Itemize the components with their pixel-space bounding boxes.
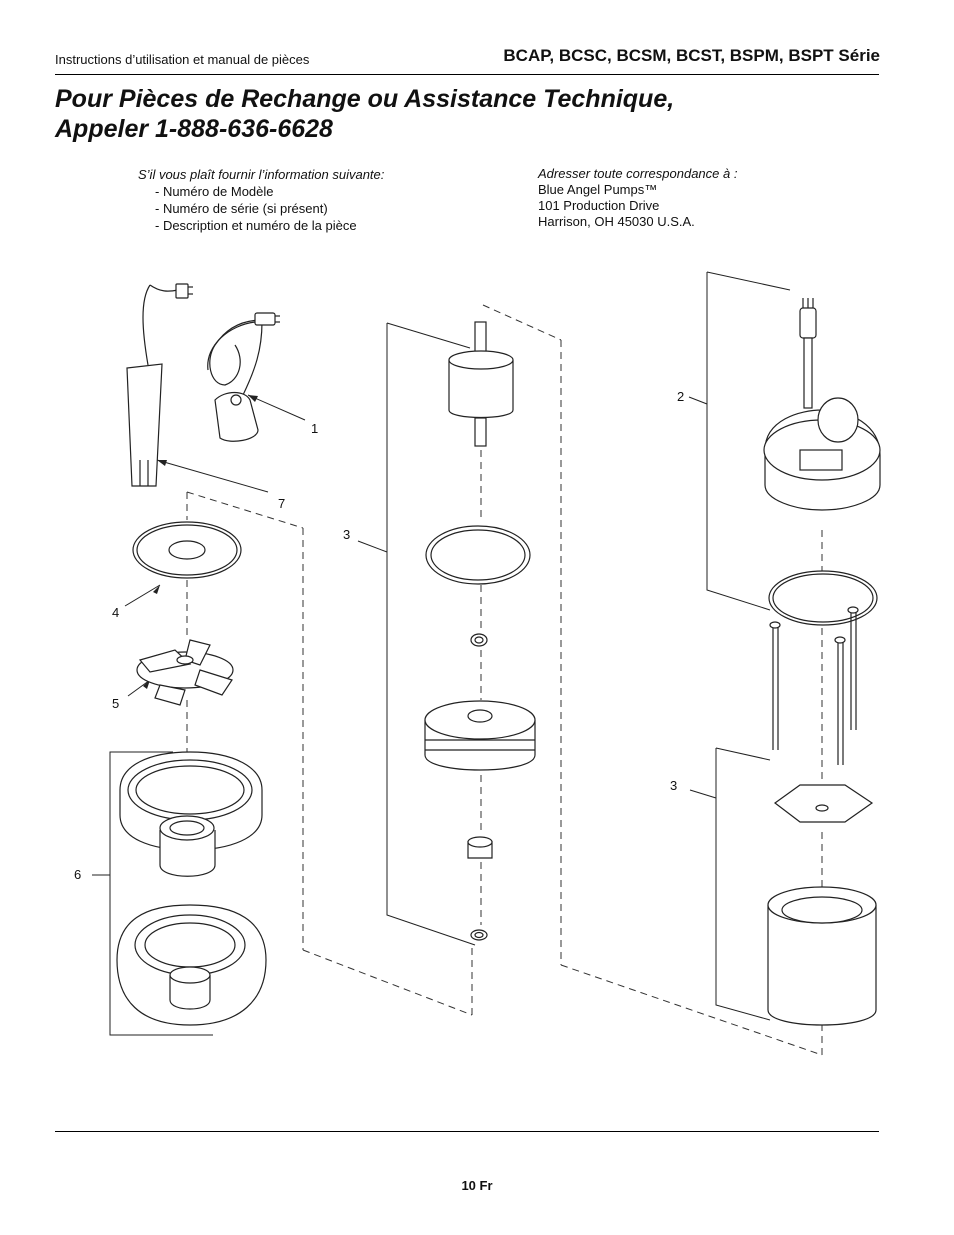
page-title: Pour Pièces de Rechange ou Assistance Te… <box>55 84 674 144</box>
mailing-address: Adresser toute correspondance à : Blue A… <box>538 166 737 230</box>
footer-rule <box>55 1131 879 1132</box>
title-line-1: Pour Pièces de Rechange ou Assistance Te… <box>55 85 675 113</box>
callout-1: 1 <box>311 421 318 436</box>
callout-3-center: 3 <box>343 527 350 542</box>
page-number: 10 Fr <box>461 1178 493 1193</box>
address-line: Harrison, OH 45030 U.S.A. <box>538 214 695 229</box>
address-heading: Adresser toute correspondance à : <box>538 166 738 181</box>
address-line: Blue Angel Pumps™ <box>538 182 658 197</box>
request-info-item: - Numéro de Modèle <box>155 184 274 199</box>
address-line: 101 Production Drive <box>538 198 660 213</box>
header-manual-title: Instructions d’utilisation et manual de … <box>55 52 310 67</box>
callout-4: 4 <box>112 605 119 620</box>
callout-7: 7 <box>278 496 285 511</box>
request-info-heading: S’il vous plaît fournir l’information su… <box>138 167 385 182</box>
title-line-2: Appeler 1-888-636-6628 <box>55 115 333 143</box>
header-rule <box>55 74 879 75</box>
callout-6: 6 <box>74 867 81 882</box>
header-series: BCAP, BCSC, BCSM, BCST, BSPM, BSPT Série <box>503 46 880 65</box>
request-info-item: - Description et numéro de la pièce <box>155 218 357 233</box>
callout-5: 5 <box>112 696 119 711</box>
request-info-item: - Numéro de série (si présent) <box>155 201 328 216</box>
callout-2: 2 <box>677 389 684 404</box>
callout-3-right: 3 <box>670 778 677 793</box>
request-info: S’il vous plaît fournir l’information su… <box>138 166 384 234</box>
